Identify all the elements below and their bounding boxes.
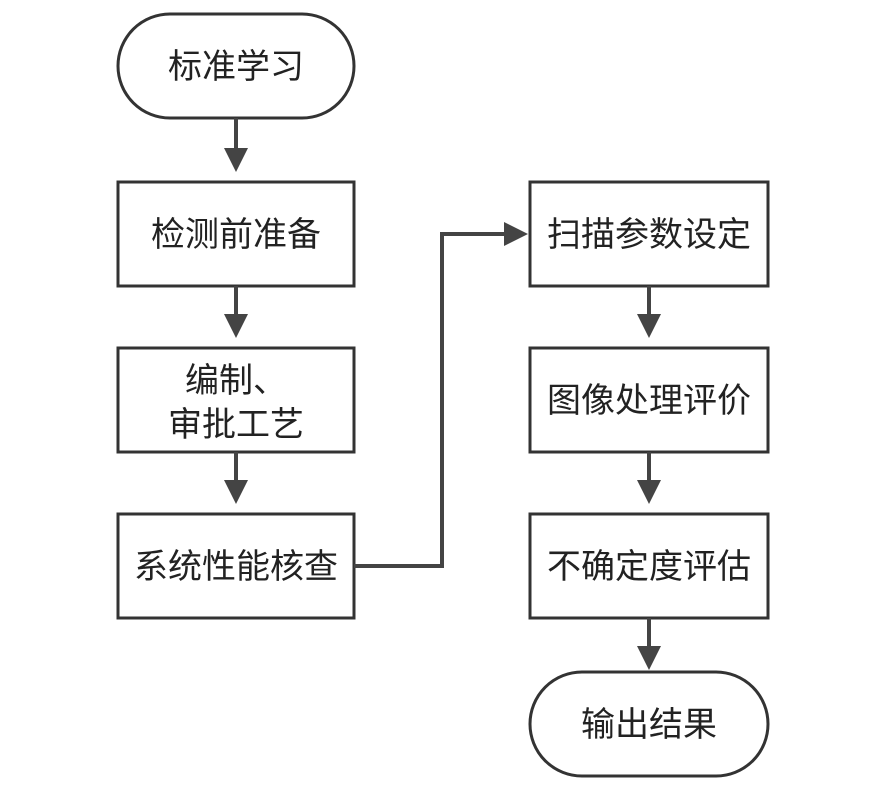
node-approve-label-line1: 编制、 — [185, 361, 287, 401]
arrow-uncertainty-to-output — [637, 618, 661, 670]
node-check-label: 系统性能核查 — [134, 547, 338, 587]
node-end: 输出结果 — [528, 670, 770, 778]
process-shape — [116, 180, 356, 288]
process-shape — [528, 512, 770, 620]
node-uncertainty-label: 不确定度评估 — [547, 547, 751, 587]
node-scan-label: 扫描参数设定 — [547, 215, 751, 255]
process-shape — [528, 180, 770, 288]
arrow-prep-to-approve — [224, 286, 248, 338]
node-start: 标准学习 — [116, 12, 356, 120]
node-start-label: 标准学习 — [168, 47, 304, 87]
node-check: 系统性能核查 — [116, 512, 356, 620]
arrow-image-to-uncertainty — [637, 452, 661, 504]
node-image-label: 图像处理评价 — [547, 381, 751, 421]
node-uncertainty: 不确定度评估 — [528, 512, 770, 620]
node-end-label: 输出结果 — [581, 705, 717, 745]
arrow-approve-to-check — [224, 452, 248, 504]
node-approve: 编制、 审批工艺 — [116, 346, 356, 454]
arrow-check-to-scan — [354, 222, 528, 568]
node-approve-label-line2: 审批工艺 — [168, 405, 304, 445]
arrow-start-to-prep — [224, 118, 248, 172]
node-prep-label: 检测前准备 — [151, 215, 321, 255]
node-image: 图像处理评价 — [528, 346, 770, 454]
node-prep: 检测前准备 — [116, 180, 356, 288]
process-shape — [528, 346, 770, 454]
terminal-shape — [528, 670, 770, 778]
arrow-scan-to-image — [637, 286, 661, 338]
node-scan: 扫描参数设定 — [528, 180, 770, 288]
